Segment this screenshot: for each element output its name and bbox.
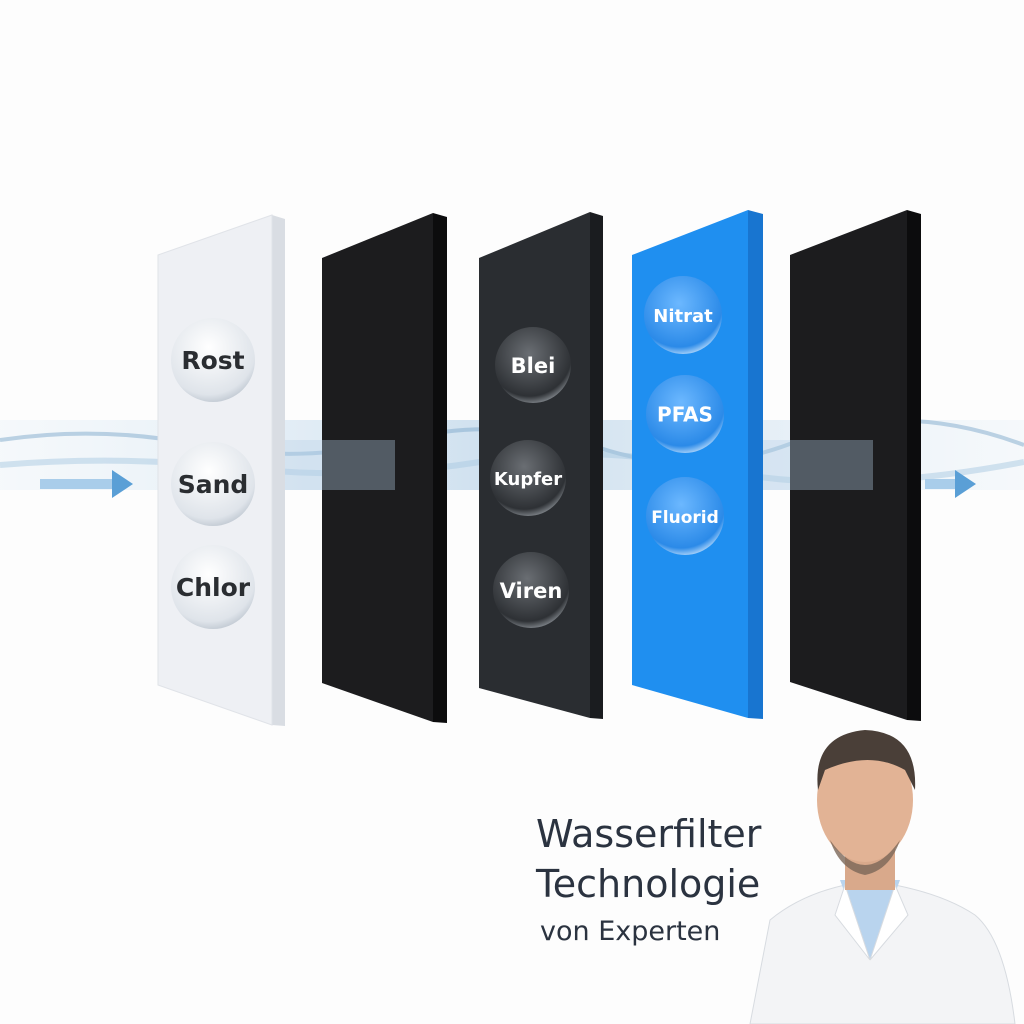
svg-text:Sand: Sand (178, 470, 249, 499)
svg-text:Viren: Viren (500, 579, 563, 603)
contaminant-viren: Viren (493, 552, 569, 628)
flow-arrow-right-icon (925, 470, 976, 498)
contaminant-kupfer: Kupfer (490, 440, 566, 516)
headline-subtitle: Technologie (536, 862, 761, 906)
headline-title: Wasserfilter (536, 812, 762, 856)
filter-layer-carbon-2 (790, 210, 921, 721)
svg-text:Nitrat: Nitrat (653, 306, 713, 327)
svg-text:Chlor: Chlor (176, 573, 251, 602)
svg-text:Fluorid: Fluorid (651, 508, 719, 528)
svg-text:Blei: Blei (511, 354, 556, 378)
contaminant-rost: Rost (171, 318, 255, 402)
contaminant-sand: Sand (171, 442, 255, 526)
svg-text:Kupfer: Kupfer (494, 469, 562, 490)
svg-text:PFAS: PFAS (657, 403, 713, 427)
filter-layer-carbon-1 (322, 213, 447, 723)
flow-arrow-left-icon (40, 470, 133, 498)
headline-tagline: von Experten (540, 916, 721, 947)
contaminant-fluorid: Fluorid (646, 477, 724, 555)
expert-portrait (749, 730, 1016, 1024)
svg-text:Rost: Rost (181, 346, 244, 375)
contaminant-nitrat: Nitrat (644, 276, 722, 354)
contaminant-pfas: PFAS (646, 375, 724, 453)
contaminant-blei: Blei (495, 327, 571, 403)
contaminant-chlor: Chlor (171, 545, 255, 629)
